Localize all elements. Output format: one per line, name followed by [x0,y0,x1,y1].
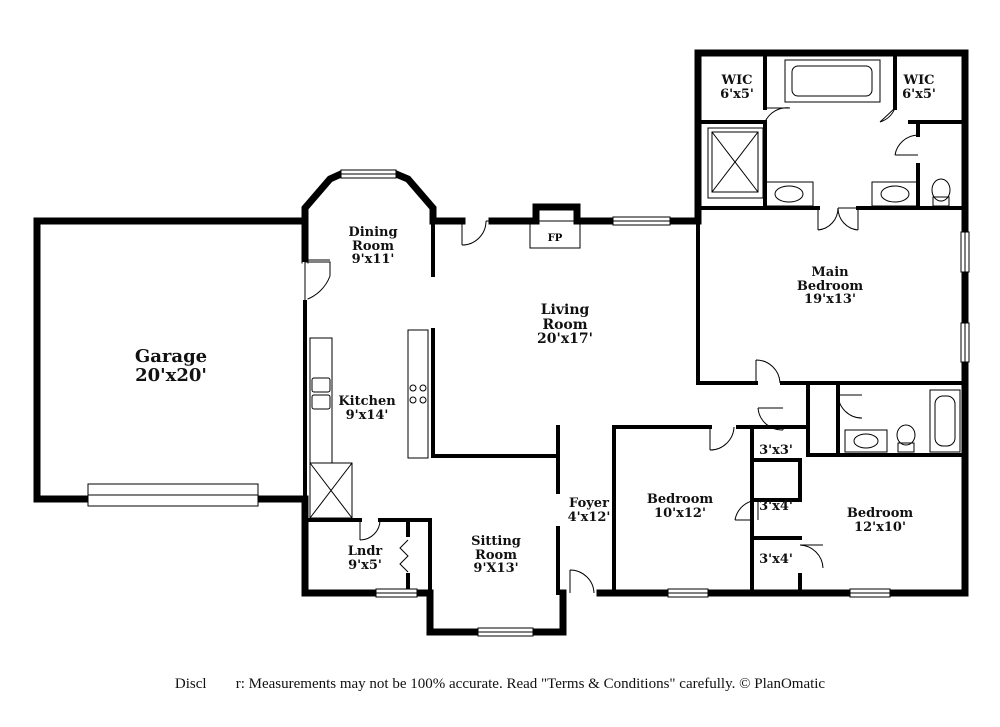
room-name: Main Bedroom [796,265,864,294]
room-label-dining: Dining Room 9'x11' [343,226,403,267]
room-label-laundry: Lndr 9'x5' [348,545,383,572]
closet-label-a: 3'x3' [759,444,793,458]
closet-label-b: 3'x4' [759,500,793,514]
room-size: 3'x4' [759,552,793,567]
room-name: Sitting Room [471,534,521,563]
room-name: Garage [134,346,208,367]
closet-label-c: 3'x4' [759,553,793,567]
room-label-foyer: Foyer 4'x12' [568,497,611,524]
room-size: 3'x3' [759,443,793,458]
room-label-wic-right: WIC 6'x5' [902,74,936,101]
exterior-walls [33,49,969,636]
room-size: 9'x11' [351,252,395,268]
room-size: 9'x5' [348,557,382,573]
room-size: 20'x20' [135,364,207,386]
room-name: Dining Room [348,225,398,254]
room-size: 10'x12' [654,505,706,521]
room-label-living: Living Room 20'x17' [535,303,595,347]
disclaimer-text: Disclaimer: Measurements may not be 100%… [174,676,826,692]
room-size: 12'x10' [854,519,906,535]
room-size: 6'x5' [902,86,936,102]
room-size: 20'x17' [537,331,593,348]
fixtures [309,59,961,519]
interior-walls [303,51,967,595]
room-name: WIC [721,73,753,88]
room-size: 19'x13' [804,292,856,308]
room-name: Lndr [347,544,383,559]
disclaimer-occlusion [206,674,236,696]
fireplace-label: FP [548,233,563,244]
room-label-wic-left: WIC 6'x5' [720,74,754,101]
room-label-sitting: Sitting Room 9'X13' [466,535,526,576]
room-name: WIC [903,73,935,88]
windows [87,169,970,637]
doors [302,107,919,594]
room-name: Foyer [569,496,609,511]
room-name: Bedroom [646,492,714,507]
room-size: 9'X13' [473,561,519,577]
room-label-garage: Garage 20'x20' [134,346,208,386]
room-label-kitchen: Kitchen 9'x14' [338,395,395,422]
room-name: Kitchen [338,394,396,409]
room-label-bedroom-3: Bedroom 12'x10' [847,507,913,534]
room-name: Bedroom [846,506,914,521]
room-size: 9'x14' [345,407,389,423]
room-size: 4'x12' [567,509,611,525]
room-name: Living Room [540,302,590,333]
room-label-bedroom-2: Bedroom 10'x12' [647,493,713,520]
room-size: 6'x5' [720,86,754,102]
room-size: 3'x4' [759,499,793,514]
room-label-main-bedroom: Main Bedroom 19'x13' [790,266,870,307]
